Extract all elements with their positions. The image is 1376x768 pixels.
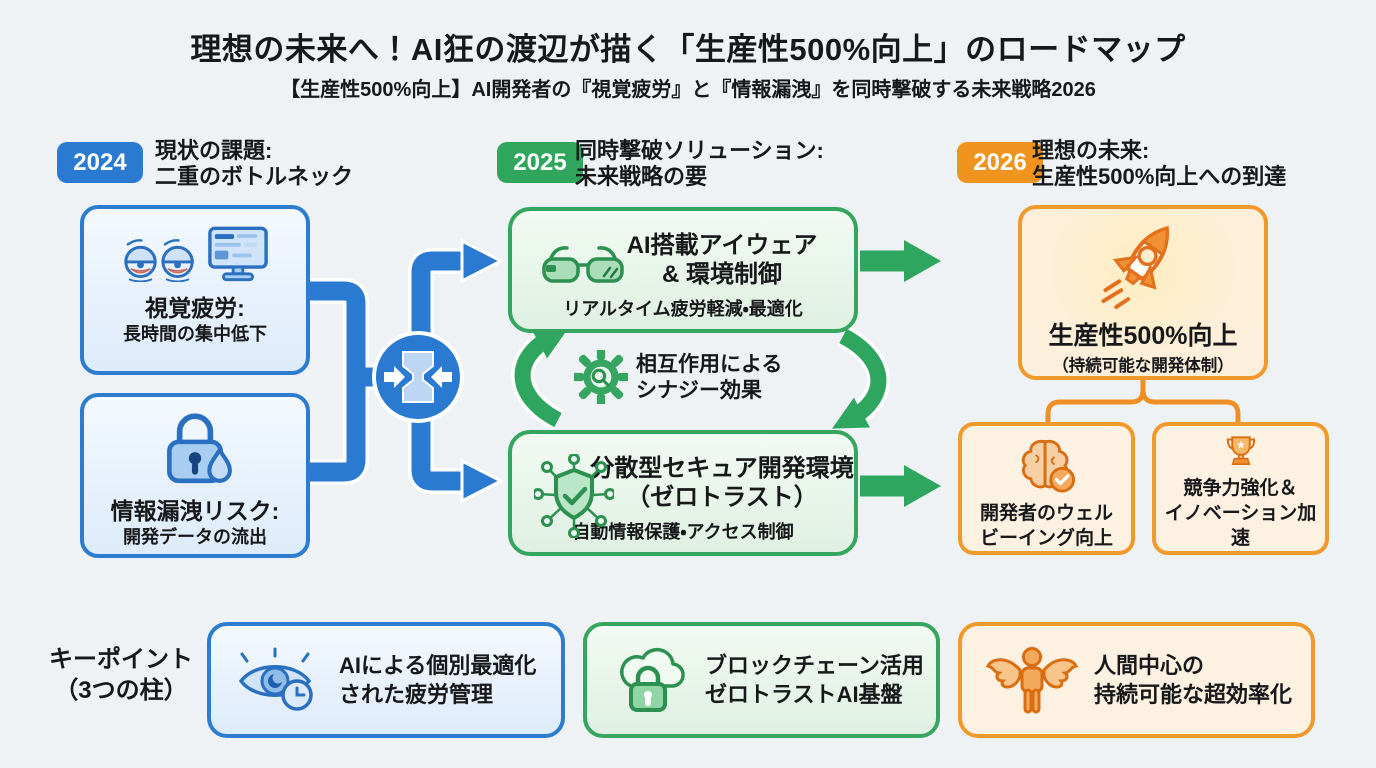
secure-env-title: 分散型セキュア開発環境 （ゼロトラスト） <box>590 454 854 512</box>
competitive-label: 競争力強化＆ イノベーション加速 <box>1156 476 1325 551</box>
green-arrow-bottom <box>860 465 941 507</box>
visual-fatigue-title: 視覚疲労: <box>145 295 245 321</box>
tired-eyes-icon <box>124 238 194 282</box>
keypoint3-label: 人間中心の 持続可能な超効率化 <box>1094 651 1292 709</box>
keypoints-label: キーポイント （3つの柱） <box>36 644 206 706</box>
visual-fatigue-icons <box>121 225 269 282</box>
keypoints-label-line2: （3つの柱） <box>54 677 188 704</box>
productivity-title: 生産性500%向上 <box>1048 322 1238 350</box>
synergy-label-line1: 相互作用による <box>636 353 783 376</box>
secure-env-title-line2: （ゼロトラスト） <box>626 484 818 511</box>
page-title: 理想の未来へ！AI狂の渡辺が描く「生産性500%向上」のロードマップ <box>190 32 1186 67</box>
keypoint2-box: ブロックチェーン活用 ゼロトラストAI基盤 <box>583 622 940 738</box>
competitive-box: 競争力強化＆ イノベーション加速 <box>1152 422 1329 555</box>
info-leak-title: 情報漏洩リスク: <box>110 498 280 524</box>
column-label-2025-line1: 同時撃破ソリューション: <box>575 138 824 163</box>
wellbeing-box: 開発者のウェル ビーイング向上 <box>958 422 1135 555</box>
productivity-desc: （持続可能な開発体制） <box>1052 357 1234 375</box>
cloud-lock-icon <box>620 647 685 712</box>
column-label-2025: 同時撃破ソリューション: 未来戦略の要 <box>575 138 824 190</box>
column-label-2024: 現状の課題: 二重のボトルネック <box>155 138 353 190</box>
competitive-line1: 競争力強化＆ <box>1183 478 1298 499</box>
eye-clock-icon <box>238 647 313 711</box>
eyewear-title-line1: AI搭載アイウェア <box>626 232 818 259</box>
secure-env-title-line1: 分散型セキュア開発環境 <box>590 455 854 482</box>
keypoint1-label: AIによる個別最適化 された疲労管理 <box>339 651 536 709</box>
keypoints-label-line1: キーポイント <box>49 646 193 673</box>
shield-network-icon <box>534 454 614 538</box>
keypoint1-line1: AIによる個別最適化 <box>339 653 537 678</box>
keypoint2-line2: ゼロトラストAI基盤 <box>705 682 903 707</box>
column-label-2026: 理想の未来: 生産性500%向上への到達 <box>1032 138 1286 190</box>
monitor-icon <box>208 226 268 282</box>
rocket-icon <box>1101 225 1170 310</box>
keypoint3-box: 人間中心の 持続可能な超効率化 <box>958 622 1315 738</box>
keypoint3-line1: 人間中心の <box>1094 653 1205 678</box>
column-label-2024-line1: 現状の課題: <box>155 138 273 163</box>
eyewear-title: AI搭載アイウェア & 環境制御 <box>627 231 818 289</box>
wellbeing-line1: 開発者のウェル <box>979 503 1113 524</box>
synergy-cycle-arrows <box>511 325 890 431</box>
brain-check-icon <box>1021 439 1075 493</box>
info-leak-desc: 開発データの流出 <box>123 527 267 547</box>
orange-branch-connector <box>1045 378 1241 424</box>
green-arrow-top <box>860 240 941 282</box>
winged-person-icon <box>986 647 1078 714</box>
visual-fatigue-box: 視覚疲労: 長時間の集中低下 <box>80 205 310 375</box>
year-badge-2024: 2024 <box>57 142 143 183</box>
secure-env-box: 分散型セキュア開発環境 （ゼロトラスト） 自動情報保護・アクセス制御 <box>508 430 858 556</box>
year-badge-2026: 2026 <box>957 142 1043 183</box>
visual-fatigue-desc: 長時間の集中低下 <box>123 324 267 344</box>
smart-glasses-icon <box>542 246 624 283</box>
blue-merge-arrows <box>306 238 505 504</box>
info-leak-box: 情報漏洩リスク: 開発データの流出 <box>80 393 310 558</box>
eyewear-box: AI搭載アイウェア & 環境制御 リアルタイム疲労軽減・最適化 <box>508 207 858 333</box>
eyewear-desc: リアルタイム疲労軽減・最適化 <box>563 299 803 319</box>
keypoint1-box: AIによる個別最適化 された疲労管理 <box>207 622 565 738</box>
trophy-icon <box>1226 436 1255 465</box>
page-subtitle: 【生産性500%向上】AI開発者の『視覚疲労』と『情報漏洩』を同時撃破する未来戦… <box>280 79 1096 101</box>
column-label-2026-line1: 理想の未来: <box>1032 138 1150 163</box>
gear-synergy-icon <box>574 350 628 404</box>
keypoint2-line1: ブロックチェーン活用 <box>705 653 924 678</box>
competitive-line2: イノベーション加速 <box>1164 503 1317 549</box>
wellbeing-label: 開発者のウェル ビーイング向上 <box>980 501 1113 551</box>
column-label-2025-line2: 未来戦略の要 <box>575 164 708 189</box>
synergy-label-line2: シナジー効果 <box>636 379 762 402</box>
keypoint2-label: ブロックチェーン活用 ゼロトラストAI基盤 <box>705 651 924 709</box>
keypoint3-line2: 持続可能な超効率化 <box>1094 682 1293 707</box>
keypoint1-line2: された疲労管理 <box>339 682 494 707</box>
column-label-2024-line2: 二重のボトルネック <box>155 164 354 189</box>
secure-env-desc: 自動情報保護・アクセス制御 <box>572 522 794 542</box>
lock-droplet-icon <box>167 413 232 484</box>
eyewear-title-line2: & 環境制御 <box>662 261 782 288</box>
column-label-2026-line2: 生産性500%向上への到達 <box>1032 164 1287 189</box>
productivity-box: 生産性500%向上 （持続可能な開発体制） <box>1018 205 1268 380</box>
bottleneck-icon <box>372 331 464 423</box>
wellbeing-line2: ビーイング向上 <box>979 528 1113 549</box>
year-badge-2025: 2025 <box>497 142 583 183</box>
synergy-label: 相互作用による シナジー効果 <box>636 352 782 404</box>
